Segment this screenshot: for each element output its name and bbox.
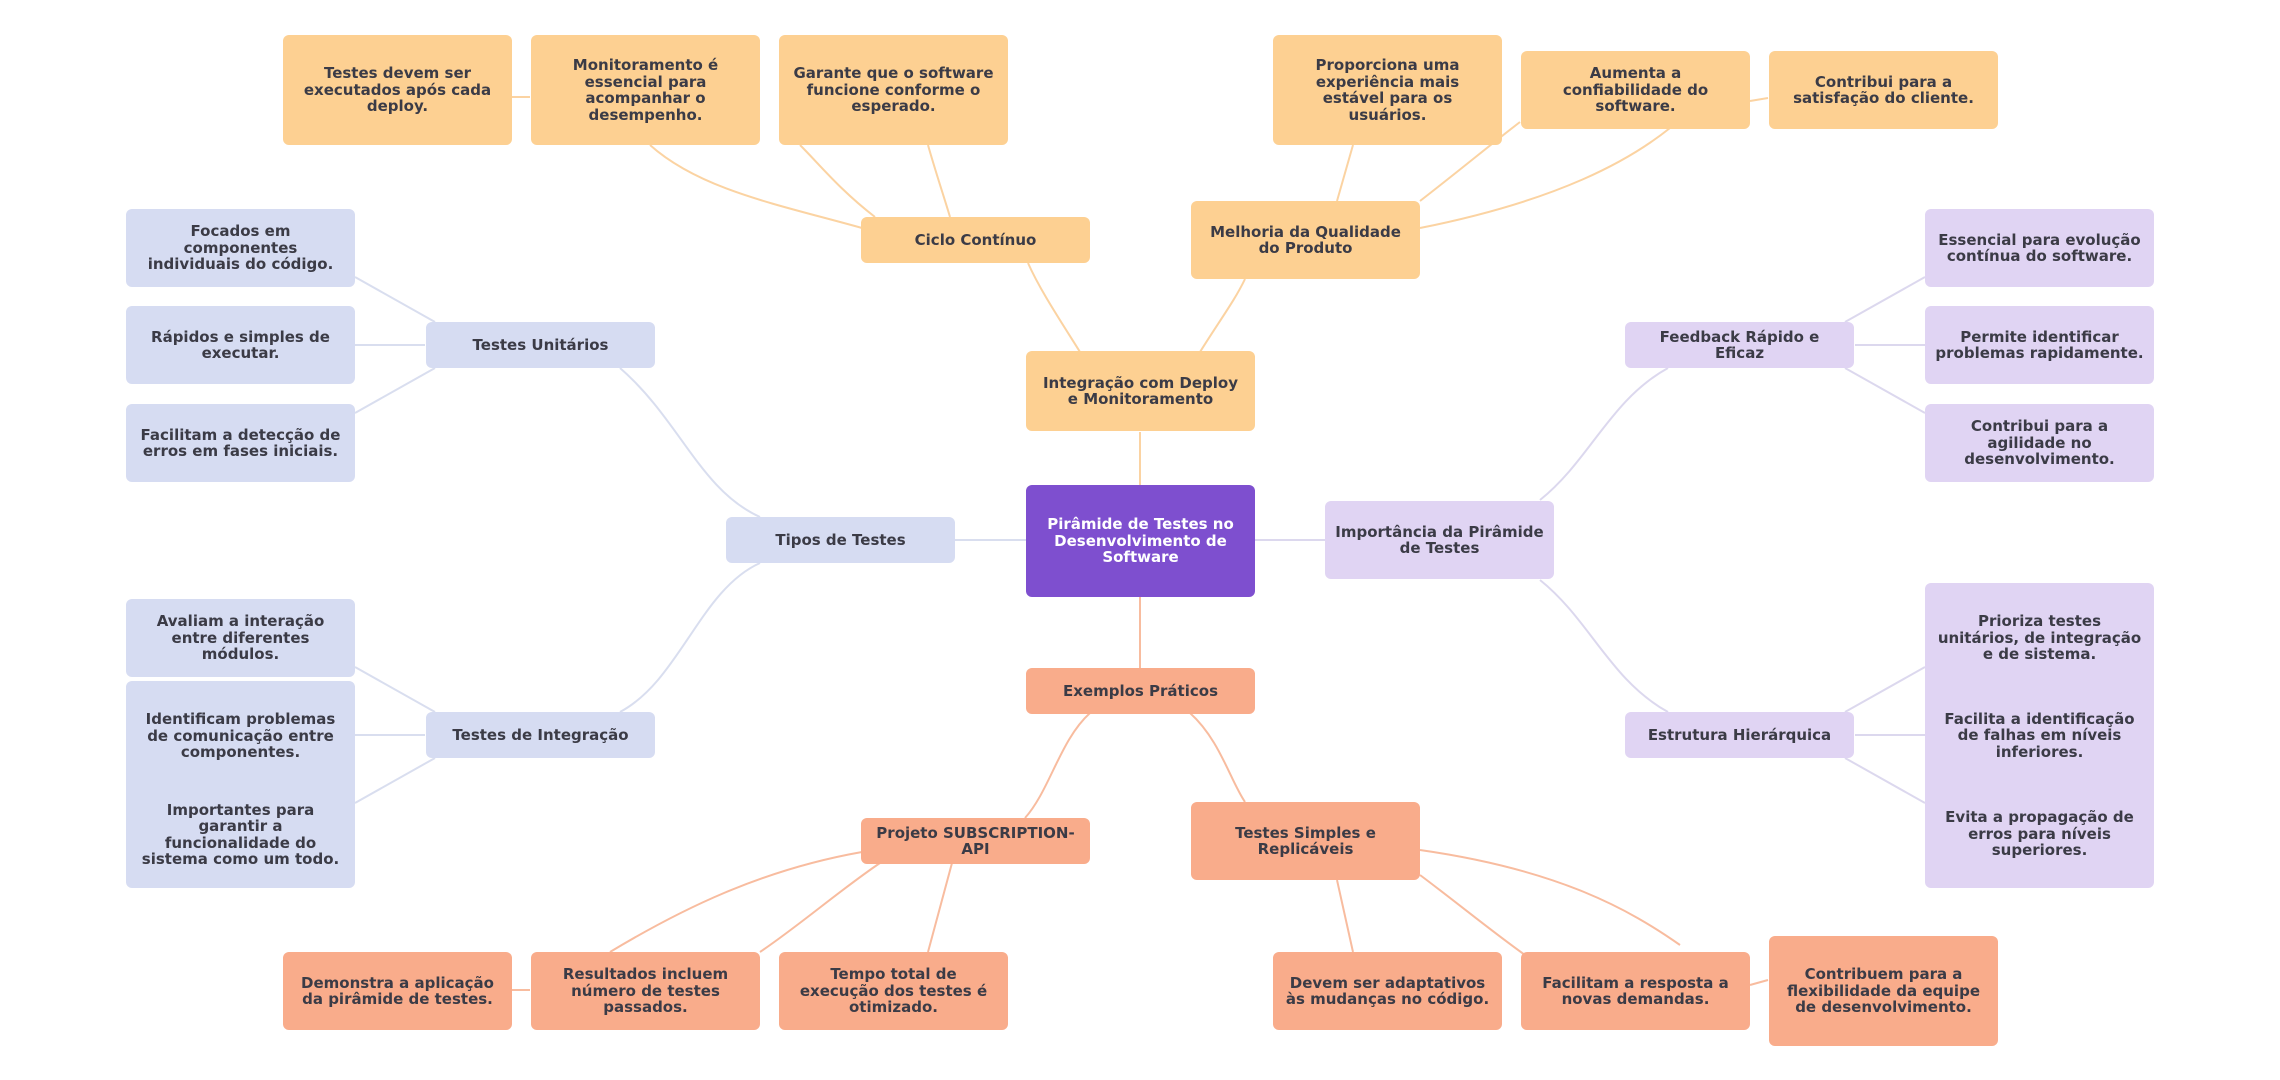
leaf-integration-0[interactable]: Avaliam a interação entre diferentes mód… <box>126 599 355 677</box>
leaf-integration-2[interactable]: Importantes para garantir a funcionalida… <box>141 800 340 868</box>
edge-ciclo-leaf-2 <box>927 144 951 218</box>
edge-melhoria-leaf-0 <box>1336 144 1354 202</box>
integration-leaf-group: Identificam problemas de comunicação ent… <box>126 681 355 888</box>
leaf-simple-2[interactable]: Contribuem para a flexibilidade da equip… <box>1769 936 1998 1046</box>
edge-project-leaf-1 <box>759 862 881 953</box>
center-node[interactable]: Pirâmide de Testes no Desenvolvimento de… <box>1026 485 1255 597</box>
leaf-unit-1[interactable]: Rápidos e simples de executar. <box>126 306 355 384</box>
edge-unit-leaf-2 <box>354 367 436 414</box>
leaf-structure-2[interactable]: Evita a propagação de erros para níveis … <box>1945 808 2134 860</box>
node-testes-simples[interactable]: Testes Simples e Replicáveis <box>1191 802 1420 880</box>
edge-project-leaf-0 <box>609 851 863 953</box>
leaf-project-2[interactable]: Tempo total de execução dos testes é oti… <box>779 952 1008 1030</box>
edge-melhoria-leaf-2 <box>1419 127 1671 229</box>
edge-examples-simple <box>1189 712 1246 803</box>
leaf-project-1[interactable]: Resultados incluem número de testes pass… <box>531 952 760 1030</box>
leaf-ciclo-0[interactable]: Testes devem ser executados após cada de… <box>283 35 512 145</box>
leaf-feedback-0[interactable]: Essencial para evolução contínua do soft… <box>1925 209 2154 287</box>
node-testes-unitarios[interactable]: Testes Unitários <box>426 322 655 368</box>
node-estrutura-hierarquica[interactable]: Estrutura Hierárquica <box>1625 712 1854 758</box>
leaf-simple-1[interactable]: Facilitam a resposta a novas demandas. <box>1521 952 1750 1030</box>
leaf-feedback-1[interactable]: Permite identificar problemas rapidament… <box>1925 306 2154 384</box>
node-feedback-rapido[interactable]: Feedback Rápido e Eficaz <box>1625 322 1854 368</box>
leaf-melhoria-2[interactable]: Contribui para a satisfação do cliente. <box>1769 51 1998 129</box>
edge-ciclo-leaf-0 <box>649 144 863 229</box>
leaf-project-0[interactable]: Demonstra a aplicação da pirâmide de tes… <box>283 952 512 1030</box>
leaf-melhoria-1[interactable]: Aumenta a confiabilidade do software. <box>1521 51 1750 129</box>
edge-deploy-ciclo <box>1027 262 1081 353</box>
leaf-ciclo-1[interactable]: Monitoramento é essencial para acompanha… <box>531 35 760 145</box>
leaf-unit-0[interactable]: Focados em componentes individuais do có… <box>126 209 355 287</box>
edge-project-leaf-2 <box>927 862 953 953</box>
node-ciclo-continuo[interactable]: Ciclo Contínuo <box>861 217 1090 263</box>
leaf-melhoria-0[interactable]: Proporciona uma experiência mais estável… <box>1273 35 1502 145</box>
edge-importance-feedback <box>1539 367 1669 501</box>
edge-feedback-leaf-2 <box>1844 367 1926 414</box>
edge-feedback-leaf-0 <box>1844 276 1926 323</box>
leaf-structure-0[interactable]: Prioriza testes unitários, de integração… <box>1937 612 2142 664</box>
leaf-ciclo-2[interactable]: Garante que o software funcione conforme… <box>779 35 1008 145</box>
edge-structure-leaf-2 <box>1844 757 1926 804</box>
node-tipos-de-testes[interactable]: Tipos de Testes <box>726 517 955 563</box>
leaf-unit-2[interactable]: Facilitam a detecção de erros em fases i… <box>126 404 355 482</box>
node-projeto-subscription-api[interactable]: Projeto SUBSCRIPTION-API <box>861 818 1090 864</box>
node-deploy-integration[interactable]: Integração com Deploy e Monitoramento <box>1026 351 1255 431</box>
edge-integration-leaf-0 <box>354 666 436 713</box>
edge-melhoria-side <box>1749 97 1769 102</box>
node-testes-integracao[interactable]: Testes de Integração <box>426 712 655 758</box>
edge-simple-leaf-2 <box>1419 849 1681 946</box>
node-importancia-piramide[interactable]: Importância da Pirâmide de Testes <box>1325 501 1554 579</box>
edge-deploy-melhoria <box>1199 278 1246 353</box>
edge-types-unit <box>619 367 761 518</box>
node-melhoria-qualidade[interactable]: Melhoria da Qualidade do Produto <box>1191 201 1420 279</box>
node-exemplos-praticos[interactable]: Exemplos Práticos <box>1026 668 1255 714</box>
edge-types-integration <box>619 562 761 713</box>
leaf-structure-1[interactable]: Facilita a identificação de falhas em ní… <box>1944 709 2135 761</box>
structure-leaf-group: Prioriza testes unitários, de integração… <box>1925 583 2154 888</box>
edge-simple-leaf-0 <box>1336 879 1354 953</box>
edge-simple-side <box>1749 979 1769 986</box>
leaf-feedback-2[interactable]: Contribui para a agilidade no desenvolvi… <box>1925 404 2154 482</box>
edge-structure-leaf-0 <box>1844 666 1926 713</box>
edge-examples-project <box>1024 712 1091 819</box>
leaf-simple-0[interactable]: Devem ser adaptativos às mudanças no cód… <box>1273 952 1502 1030</box>
edge-importance-structure <box>1539 579 1669 713</box>
leaf-integration-1[interactable]: Identificam problemas de comunicação ent… <box>145 710 336 762</box>
edge-integration-leaf-2 <box>354 757 436 804</box>
edge-simple-leaf-1 <box>1419 874 1526 956</box>
edge-unit-leaf-0 <box>354 276 436 323</box>
edge-melhoria-leaf-1 <box>1419 121 1521 202</box>
edge-ciclo-leaf-1 <box>799 144 876 218</box>
